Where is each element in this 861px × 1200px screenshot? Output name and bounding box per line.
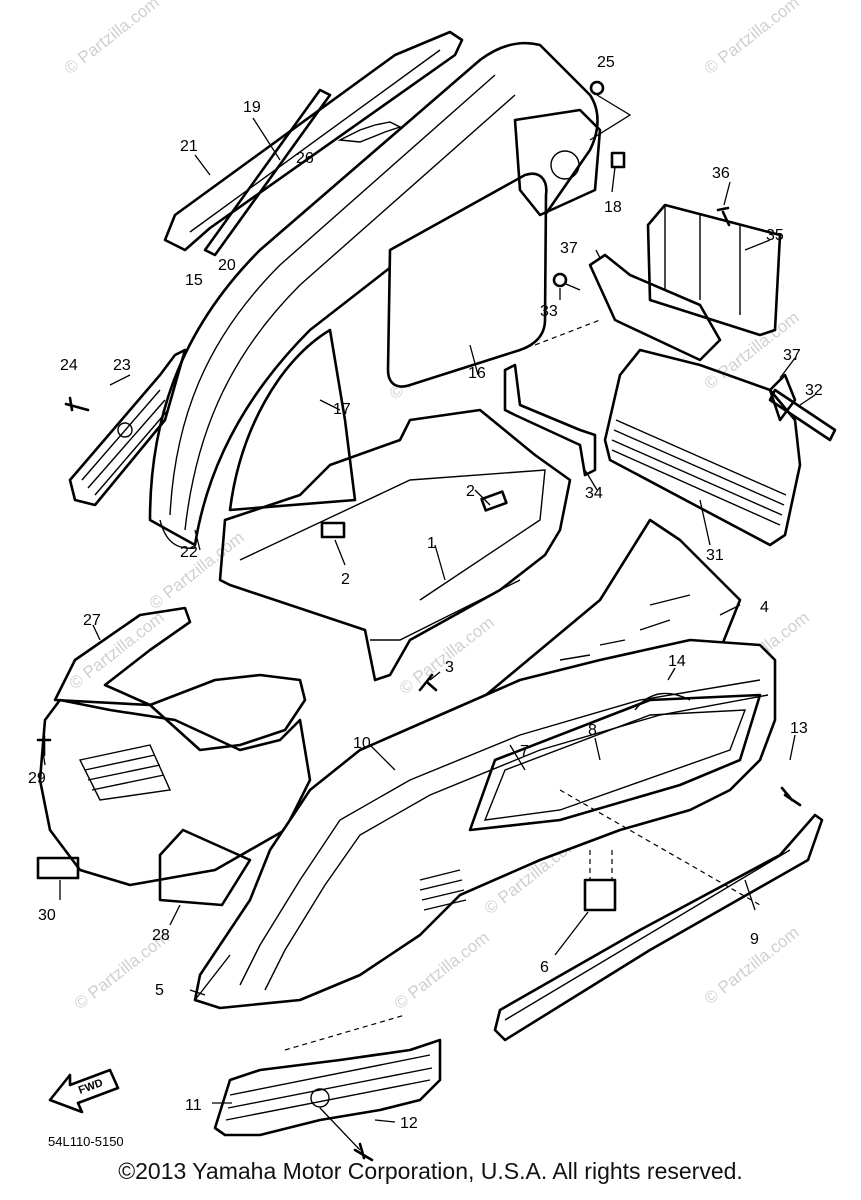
callout-28: 28 [152,927,170,944]
fwd-arrow-icon: FWD [48,1068,120,1114]
callout-26: 26 [296,150,314,167]
callout-numbers: 1 2 2 3 4 5 6 7 8 9 10 11 12 13 14 15 16… [28,54,823,1132]
inner-tray-assembly [218,408,572,692]
callout-1: 1 [427,535,436,552]
right-side-assembly [503,203,837,547]
callout-15: 15 [185,272,203,289]
callout-24: 24 [60,357,78,374]
watermark: © Partzilla.com [66,608,168,694]
lower-reflector-assembly [213,1014,442,1162]
callout-16: 16 [468,365,486,382]
callout-35: 35 [766,227,784,244]
callout-6: 6 [540,959,549,976]
callout-17: 17 [333,401,351,418]
drawing-code: 54L110-5150 [48,1134,124,1149]
callout-34: 34 [585,485,603,502]
watermark: © Partzilla.com [61,0,163,78]
callout-37: 37 [783,347,801,364]
callout-31: 31 [706,547,724,564]
trunk-lid-assembly [64,30,632,549]
callout-4: 4 [760,599,769,616]
callout-33: 33 [540,303,558,320]
callout-11: 11 [185,1097,202,1114]
callout-5: 5 [155,982,164,999]
callout-37: 37 [560,240,578,257]
callout-3: 3 [445,659,454,676]
callout-2: 2 [466,483,475,500]
callout-10: 10 [353,735,371,752]
callout-13: 13 [790,720,808,737]
callout-29: 29 [28,770,46,787]
callout-21: 21 [180,138,198,155]
callout-leaders [42,117,816,1123]
callout-14: 14 [668,653,686,670]
callout-36: 36 [712,165,730,182]
callout-25: 25 [597,54,615,71]
watermark: © Partzilla.com [701,0,803,78]
callout-20: 20 [218,257,236,274]
callout-30: 30 [38,907,56,924]
front-cover-assembly [36,606,312,907]
callout-2: 2 [341,571,350,588]
callout-23: 23 [113,357,131,374]
callout-8: 8 [588,722,597,739]
callout-27: 27 [83,612,101,629]
callout-9: 9 [750,931,759,948]
callout-12: 12 [400,1115,418,1132]
callout-22: 22 [180,544,198,561]
callout-7: 7 [520,743,529,760]
copyright-footer: ©2013 Yamaha Motor Corporation, U.S.A. A… [118,1158,743,1184]
callout-32: 32 [805,382,823,399]
side-cover-assembly [193,518,824,1042]
watermark: © Partzilla.com [396,613,498,699]
callout-19: 19 [243,99,261,116]
callout-18: 18 [604,199,622,216]
